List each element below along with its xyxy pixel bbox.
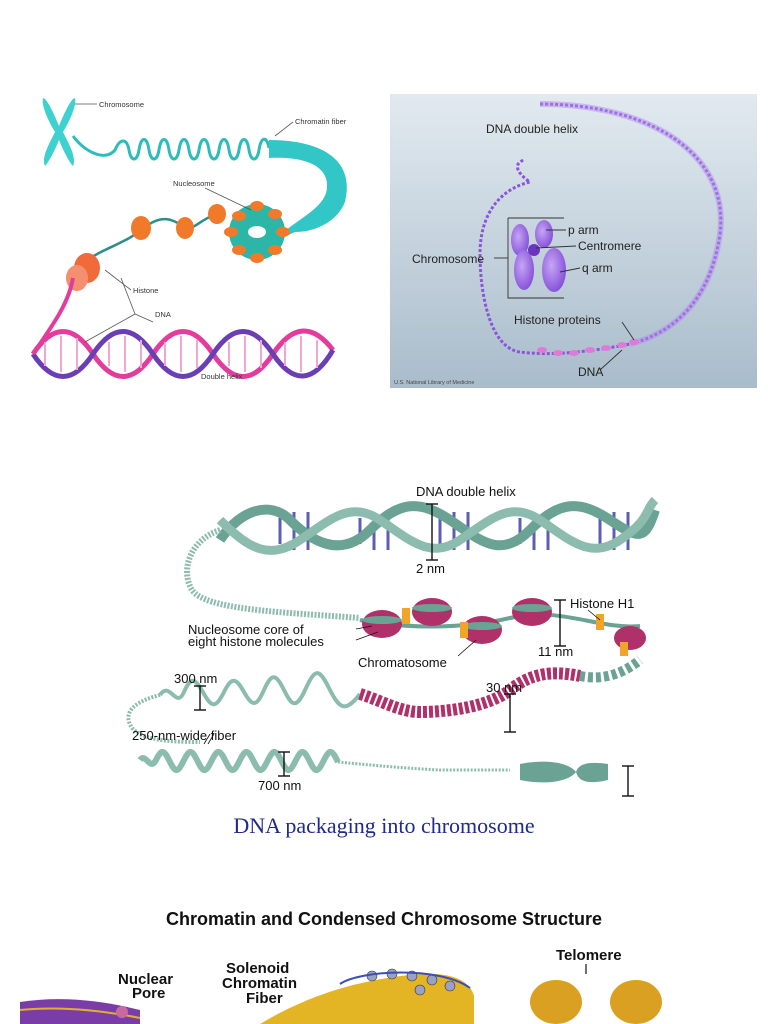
label-nucleosome: Nucleosome <box>173 179 215 188</box>
chromatin-diagram-panel: Chromosome Chromatin fiber Nucleosome Hi… <box>25 92 370 387</box>
chromosome-shape <box>43 98 76 166</box>
figure-caption: DNA packaging into chromosome <box>0 813 768 839</box>
chromatin-diagram-svg: Chromosome Chromatin fiber Nucleosome Hi… <box>25 92 370 387</box>
label-chromatin-fiber: Chromatin fiber <box>295 117 347 126</box>
label-chromosome: Chromosome <box>99 100 144 109</box>
label-11nm: 11 nm <box>538 644 573 659</box>
label-chromatosome: Chromatosome <box>358 655 447 670</box>
label-q-arm: q arm <box>582 261 613 275</box>
label-2nm: 2 nm <box>416 561 445 576</box>
large-double-helix <box>220 500 655 550</box>
histone-beads <box>66 204 226 291</box>
label-dna-double-helix: DNA double helix <box>416 484 516 499</box>
label-centromere: Centromere <box>578 239 642 253</box>
label-double-helix: Double helix <box>201 372 243 381</box>
label-30nm: 30 nm <box>486 680 522 695</box>
label-p-arm: p arm <box>568 223 599 237</box>
nucleosome-cluster <box>224 201 290 263</box>
image-credit: U.S. National Library of Medicine <box>394 380 474 386</box>
telomere-chromatids <box>530 980 662 1024</box>
dna-packaging-svg: DNA double helix 2 nm Histone H1 Nucleos… <box>120 480 660 800</box>
chromatin-fiber-wave <box>73 136 269 159</box>
label-pore: Pore <box>132 985 165 1002</box>
label-histone: Histone <box>133 286 158 295</box>
label-dna: DNA <box>578 365 603 379</box>
label-histone-proteins: Histone proteins <box>514 313 601 327</box>
dna-packaging-panel: DNA double helix 2 nm Histone H1 Nucleos… <box>120 480 660 800</box>
label-700nm: 700 nm <box>258 778 301 793</box>
chromatin-structure-svg: Nuclear Pore Solenoid Chromatin Fiber Te… <box>0 940 768 1024</box>
label-250nm-fiber: 250-nm-wide fiber <box>132 728 237 743</box>
label-fiber: Fiber <box>246 990 283 1007</box>
nlm-chromosome-svg: DNA double helix p arm Centromere Chromo… <box>390 94 757 388</box>
label-telomere: Telomere <box>556 947 622 964</box>
label-dna-double-helix: DNA double helix <box>486 122 578 136</box>
label-histone-h1: Histone H1 <box>570 596 634 611</box>
coiled-fiber-700nm <box>140 752 338 770</box>
panel4-title: Chromatin and Condensed Chromosome Struc… <box>0 909 768 930</box>
nlm-chromosome-panel: DNA double helix p arm Centromere Chromo… <box>390 94 757 388</box>
label-chromosome: Chromosome <box>412 252 484 266</box>
label-nucleosome-core-2: eight histone molecules <box>188 634 324 649</box>
chromatin-structure-panel: Nuclear Pore Solenoid Chromatin Fiber Te… <box>0 940 768 1024</box>
label-300nm: 300 nm <box>174 671 217 686</box>
double-helix <box>33 278 333 377</box>
condensed-chromosome <box>520 762 608 783</box>
label-dna: DNA <box>155 310 171 319</box>
